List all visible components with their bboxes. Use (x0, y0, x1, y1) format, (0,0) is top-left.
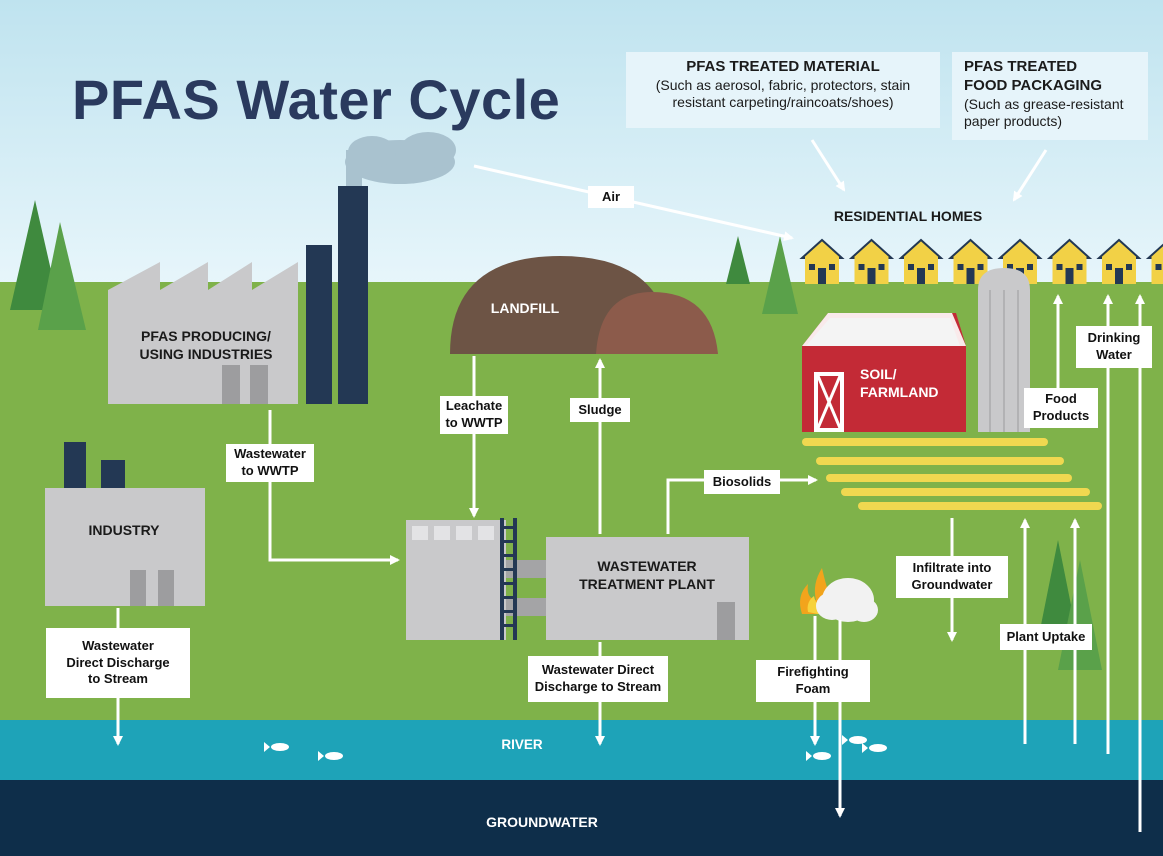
river-label: RIVER (501, 737, 543, 752)
residential-homes-label: RESIDENTIAL HOMES (833, 208, 983, 224)
food-packaging-arrow (1012, 149, 1048, 202)
pfas-factory-building (108, 262, 298, 404)
industry-label: INDUSTRY (88, 522, 160, 538)
infiltrate-label: Infiltrate into Groundwater (896, 556, 1008, 598)
wastewater-to-wwtp-line2: to WWTP (241, 463, 299, 478)
food-products-label: Food Products (1024, 388, 1098, 428)
industry-building (45, 442, 205, 606)
house-icon (848, 238, 895, 284)
sludge-label: Sludge (570, 398, 630, 422)
groundwater-label: GROUNDWATER (486, 814, 598, 830)
wwtp-label-line2: TREATMENT PLANT (579, 575, 715, 592)
food-packaging-heading-line1: PFAS TREATED (964, 58, 1078, 75)
treated-material-arrow (810, 139, 846, 192)
soil-label-line2: FARMLAND (860, 383, 939, 400)
infiltrate-line2: Groundwater (911, 577, 993, 592)
house-row (799, 238, 1163, 284)
biosolids-label: Biosolids (704, 470, 780, 494)
industry-discharge-line2: Direct Discharge (66, 654, 170, 670)
pfas-industries-label-line1: PFAS PRODUCING/ (141, 328, 271, 344)
wastewater-to-wwtp-label: Wastewater to WWTP (226, 444, 314, 482)
landfill-label: LANDFILL (490, 300, 560, 316)
pfas-industries-label: PFAS PRODUCING/ USING INDUSTRIES (118, 328, 294, 363)
silo-icon (978, 268, 1030, 432)
soil-farmland-label: SOIL/ FARMLAND (860, 366, 950, 401)
wwtp-discharge-line1: Wastewater Direct (541, 662, 655, 678)
wwtp-discharge-line2: Discharge to Stream (534, 679, 662, 694)
leachate-label-line2: to WWTP (445, 415, 503, 430)
food-products-line1: Food (1045, 391, 1077, 407)
fish-icon (264, 742, 289, 752)
food-products-line2: Products (1032, 408, 1090, 423)
barn-icon (802, 313, 966, 432)
firefighting-line2: Foam (795, 681, 831, 696)
house-icon (898, 238, 944, 284)
fish-icon (862, 743, 887, 753)
wastewater-treatment-plant-building (406, 518, 749, 640)
wastewater-to-wwtp-line1: Wastewater (234, 446, 306, 462)
treated-material-body: (Such as aerosol, fabric, protectors, st… (655, 76, 911, 111)
house-icon (1096, 238, 1142, 284)
fish-icon (842, 735, 867, 745)
treated-material-info-box: PFAS TREATED MATERIAL (Such as aerosol, … (626, 52, 940, 128)
fish-icon (318, 751, 343, 761)
wwtp-label: WASTEWATER TREATMENT PLANT (552, 558, 742, 593)
food-packaging-info-box: PFAS TREATED FOOD PACKAGING (Such as gre… (952, 52, 1148, 140)
air-label: Air (588, 186, 634, 208)
wwtp-discharge-label: Wastewater Direct Discharge to Stream (528, 656, 668, 702)
infiltrate-line1: Infiltrate into (912, 560, 992, 576)
house-icon (799, 238, 845, 284)
leachate-label-line1: Leachate (445, 398, 503, 414)
smoke-cloud-icon (345, 132, 456, 186)
tree-icon (726, 236, 798, 314)
smokestack (338, 186, 368, 404)
drinking-water-line1: Drinking (1087, 330, 1141, 346)
river-band (0, 720, 1163, 780)
industry-discharge-line3: to Stream (88, 671, 148, 687)
landfill-mound (450, 256, 718, 354)
industry-discharge-label: Wastewater Direct Discharge to Stream (46, 628, 190, 698)
crop-rows (802, 438, 1102, 510)
industry-discharge-line1: Wastewater (82, 637, 154, 653)
foam-cloud-icon (816, 578, 878, 622)
food-packaging-body: (Such as grease-resistant paper products… (964, 95, 1124, 130)
house-icon (947, 238, 994, 284)
wwtp-label-line1: WASTEWATER (597, 558, 697, 574)
smokestack (306, 245, 332, 404)
pfas-industries-label-line2: USING INDUSTRIES (139, 345, 273, 362)
page-title: PFAS Water Cycle (72, 68, 561, 131)
house-icon (1145, 243, 1163, 284)
firefighting-foam-label: Firefighting Foam (756, 660, 870, 702)
fish-icon (806, 751, 831, 761)
soil-label-line1: SOIL/ (860, 366, 897, 382)
drinking-water-line2: Water (1096, 347, 1132, 362)
food-packaging-heading-line2: FOOD PACKAGING (964, 76, 1103, 94)
sky (0, 0, 1163, 290)
groundwater-band (0, 780, 1163, 856)
house-icon (1046, 238, 1093, 284)
plant-uptake-label: Plant Uptake (1000, 624, 1092, 650)
drinking-water-label: Drinking Water (1076, 326, 1152, 368)
firefighting-line1: Firefighting (777, 664, 849, 680)
treated-material-heading: PFAS TREATED MATERIAL (686, 58, 880, 75)
tree-icon (10, 200, 86, 330)
leachate-label: Leachate to WWTP (440, 396, 508, 434)
